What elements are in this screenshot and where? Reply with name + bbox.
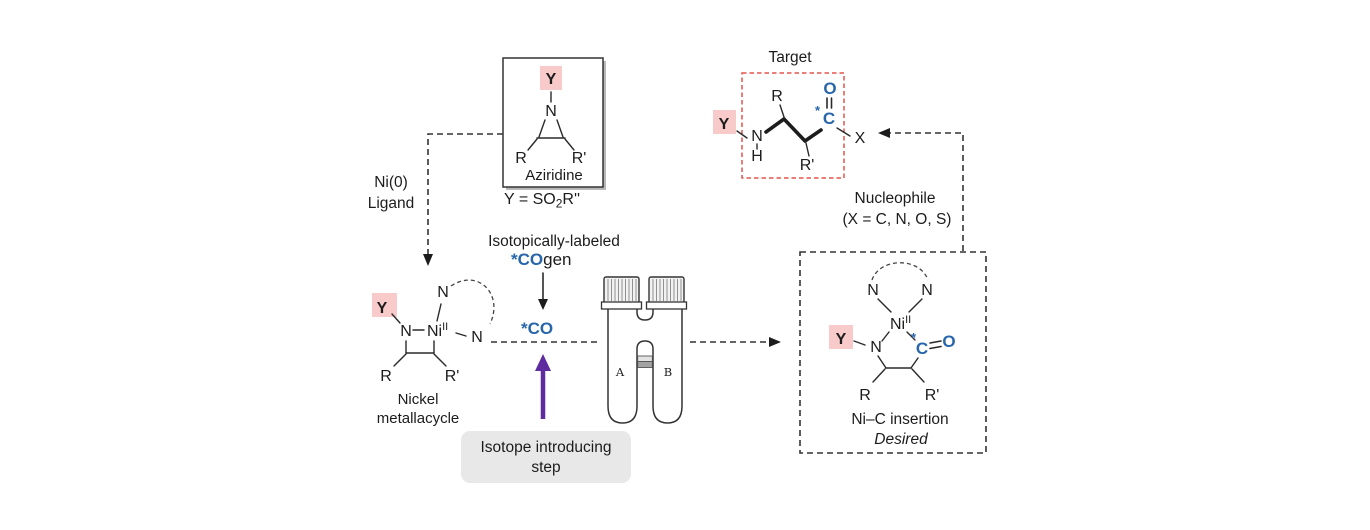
- y-definition: Y = SO2R'': [504, 191, 580, 211]
- arrowhead-up-icon: [535, 354, 551, 371]
- substituent-y-label: Y: [546, 71, 557, 88]
- isotope-step: Isotope introducing step: [461, 354, 631, 483]
- atom-c-label: C: [916, 339, 928, 358]
- atom-ni-label: NiII: [890, 314, 911, 333]
- isotope-step-label-1: Isotope introducing: [481, 439, 612, 456]
- isotope-step-label-2: step: [531, 459, 560, 476]
- target-title: Target: [768, 49, 812, 66]
- substituent-y-label: Y: [377, 300, 388, 317]
- ni0-ligand-step: Ni(0) Ligand: [368, 133, 503, 266]
- atom-o-label: O: [823, 79, 836, 98]
- atom-h-label: H: [751, 148, 763, 165]
- frit-band-dark: [637, 361, 653, 368]
- atom-c-label: C: [823, 109, 835, 128]
- insertion-caption-2: Desired: [874, 431, 929, 448]
- substituent-r-label: R: [771, 88, 783, 105]
- atom-n-label: N: [751, 128, 763, 145]
- metallacycle-bonds: [391, 303, 467, 367]
- atom-ni-label: NiII: [427, 321, 448, 340]
- atom-n-label: N: [545, 103, 557, 120]
- insertion-complex: N N NiII Y N * C O R R' Ni–C insertion D…: [799, 251, 987, 454]
- isotopically-labeled-label: Isotopically-labeled: [488, 233, 620, 250]
- isotope-star-label: *: [911, 330, 917, 345]
- screw-cap-left: [600, 276, 643, 310]
- atom-x-label: X: [855, 130, 866, 147]
- substituent-r-prime-label: R': [800, 157, 815, 174]
- substituent-r-prime-label: R': [572, 150, 587, 167]
- vessel-body: [607, 309, 683, 424]
- atom-n-top-label: N: [437, 284, 449, 301]
- arrowhead-left-icon: [878, 128, 890, 138]
- aziridine-bonds: [527, 91, 575, 151]
- atom-o-label: O: [942, 332, 955, 351]
- substituent-y-label: Y: [836, 331, 847, 348]
- co-gas-label: *CO: [521, 319, 553, 338]
- substituent-r-label: R: [515, 150, 527, 167]
- nickel-metallacycle: Y N NiII N N R R' Nickel metallacycle: [372, 279, 495, 427]
- chamber-b-label: B: [664, 365, 672, 379]
- atom-n-ring-label: N: [400, 323, 412, 340]
- vessel-bridge-notch: [636, 309, 654, 321]
- nucleophile-label-2: (X = C, N, O, S): [843, 211, 952, 228]
- nucleophile-step: Nucleophile (X = C, N, O, S): [843, 128, 964, 251]
- cogen-step: Isotopically-labeled *COgen *CO: [488, 233, 620, 338]
- y-highlight: [372, 293, 397, 317]
- y-highlight: [713, 110, 736, 134]
- isotope-star-label: *: [815, 103, 821, 118]
- arrowhead-down-icon: [423, 254, 433, 266]
- substituent-r-label: R: [859, 387, 871, 404]
- dashed-arrow-aziridine-to-metallacycle: [427, 133, 503, 255]
- chamber-a-label: A: [615, 365, 625, 379]
- aziridine-unit: Y N R R' Aziridine Y = SO2R'': [502, 57, 606, 211]
- nucleophile-label-1: Nucleophile: [855, 190, 936, 207]
- atom-n-right-label: N: [471, 329, 483, 346]
- aziridine-caption: Aziridine: [525, 167, 583, 184]
- arrowhead-down-icon: [538, 299, 548, 310]
- insertion-dashed-box: [799, 251, 987, 454]
- substituent-y-label: Y: [719, 116, 730, 133]
- target-dashed-box: [741, 72, 845, 179]
- main-flow-arrow: [491, 337, 781, 347]
- ligand-backbone-arc: [871, 262, 929, 281]
- substituent-r-prime-label: R': [925, 387, 940, 404]
- atom-n-top-right-label: N: [921, 282, 933, 299]
- coware-vessel: A B: [600, 276, 688, 424]
- frit-band-light: [637, 355, 653, 362]
- y-highlight: [540, 66, 562, 90]
- screw-cap-right: [645, 276, 688, 310]
- cogen-label: *COgen: [511, 250, 572, 269]
- metallacycle-caption-2: metallacycle: [377, 410, 460, 427]
- metallacycle-caption-1: Nickel: [398, 391, 439, 408]
- ligand-backbone-arc: [450, 279, 495, 325]
- isotope-step-box: [461, 431, 631, 483]
- ni0-label: Ni(0): [374, 174, 408, 191]
- target-unit: Target Y N H R R' * C O X: [713, 49, 866, 179]
- y-highlight: [829, 325, 853, 349]
- substituent-r-prime-label: R': [445, 368, 460, 385]
- atom-n-ring-label: N: [870, 339, 882, 356]
- insertion-bonds: [853, 298, 942, 383]
- atom-n-top-left-label: N: [867, 282, 879, 299]
- target-bonds: [736, 97, 851, 157]
- substituent-r-label: R: [380, 368, 392, 385]
- arrowhead-right-icon: [769, 337, 781, 347]
- ligand-label: Ligand: [368, 195, 415, 212]
- insertion-caption-1: Ni–C insertion: [851, 411, 948, 428]
